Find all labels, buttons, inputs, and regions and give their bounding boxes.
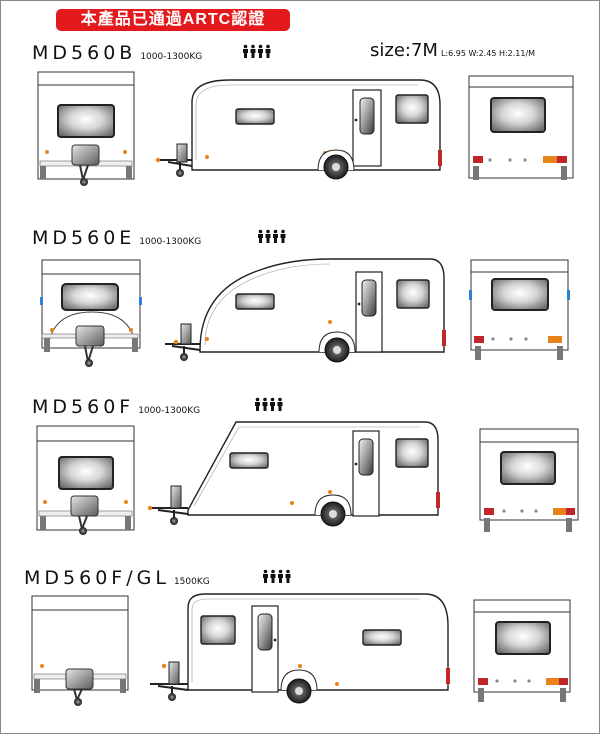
- person-icon: [262, 397, 268, 411]
- side-view: [165, 258, 446, 363]
- person-icon: [265, 44, 271, 58]
- md560f-drawings: [36, 421, 579, 535]
- sleeping-capacity-icon: [229, 44, 271, 58]
- sleeping-capacity-icon: [241, 397, 283, 411]
- person-icon: [250, 44, 256, 58]
- sleeping-capacity-icon: [244, 229, 286, 243]
- model-name: MD560B: [32, 42, 137, 64]
- person-icon: [258, 229, 263, 243]
- model-weight: 1500KG: [173, 577, 210, 587]
- model-weight: 1000-1300KG: [138, 406, 201, 416]
- person-icon: [285, 569, 291, 583]
- person-icon: [278, 569, 283, 583]
- size-dimensions: L:6.95 W:2.45 H:2.11/M: [440, 49, 536, 58]
- model-weight: 1000-1300KG: [139, 237, 202, 247]
- person-icon: [277, 397, 283, 411]
- front-view: [36, 425, 135, 535]
- md560b-drawings: [37, 71, 574, 186]
- person-icon: [270, 397, 275, 411]
- rear-view: [468, 75, 574, 180]
- size-main: size:7M: [370, 40, 438, 61]
- person-icon: [273, 229, 278, 243]
- side-view: [150, 593, 450, 704]
- model-name: MD560F/GL: [24, 567, 170, 589]
- moon-icon: [229, 45, 235, 57]
- moon-icon: [244, 230, 250, 242]
- model-name: MD560E: [32, 227, 136, 249]
- rear-view: [479, 428, 579, 532]
- front-view: [37, 71, 135, 186]
- moon-icon: [241, 398, 247, 410]
- md560e-drawings: [40, 258, 570, 367]
- rear-view: [473, 599, 571, 702]
- person-icon: [255, 397, 260, 411]
- person-icon: [243, 44, 248, 58]
- person-icon: [270, 569, 276, 583]
- rear-view: [469, 259, 570, 360]
- side-view: [147, 421, 440, 527]
- model-name: MD560F: [32, 396, 135, 418]
- front-view: [40, 259, 142, 367]
- person-icon: [258, 44, 263, 58]
- person-icon: [265, 229, 271, 243]
- person-icon: [263, 569, 268, 583]
- moon-icon: [249, 570, 255, 582]
- model-weight: 1000-1300KG: [140, 52, 203, 62]
- sleeping-capacity-icon: [249, 569, 291, 583]
- md560f-gl-drawings: [31, 593, 571, 706]
- side-view: [155, 79, 442, 180]
- front-view: [31, 595, 129, 706]
- certification-badge: 本產品已通過ARTC認證: [56, 9, 290, 31]
- person-icon: [280, 229, 286, 243]
